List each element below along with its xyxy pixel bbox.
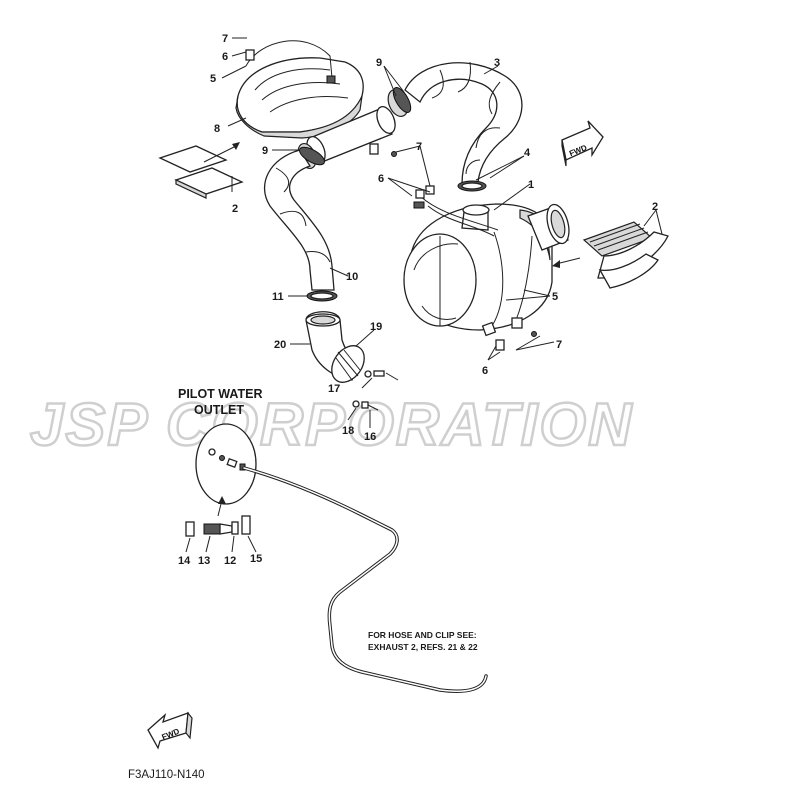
callout-9: 9: [262, 145, 268, 157]
silencer-box: [403, 203, 570, 337]
callout-numbers: 7 6 5 8 2 9 9 3 4 7 6 1 2 5 10 11 19 20 …: [178, 33, 658, 567]
pilot-outlet-disc: [195, 423, 257, 505]
callout-11: 11: [272, 291, 284, 303]
callout-9: 9: [376, 57, 382, 69]
callout-19: 19: [370, 321, 382, 333]
callout-6: 6: [378, 173, 384, 185]
callout-12: 12: [224, 555, 236, 567]
hose-10: [263, 149, 335, 291]
intake-box: [235, 40, 364, 139]
callout-6: 6: [222, 51, 228, 63]
clip-fasteners-upper: [369, 143, 425, 199]
watermark-text: JSP CORPORATION: [30, 391, 633, 458]
callout-15: 15: [250, 553, 262, 565]
callout-8: 8: [214, 123, 220, 135]
callout-6: 6: [482, 365, 488, 377]
hose-clamp-9-lower: [299, 146, 325, 166]
foam-mats-right: [582, 221, 669, 289]
callout-10: 10: [346, 271, 358, 283]
fwd-arrow-top: FWD: [561, 120, 604, 167]
hose-clamp-9-upper: [392, 87, 412, 113]
callout-14: 14: [178, 555, 191, 567]
callout-3: 3: [494, 57, 500, 69]
callout-4: 4: [524, 147, 531, 159]
callout-5: 5: [210, 73, 216, 85]
screw-parts: [352, 370, 399, 411]
pilot-label-line2: OUTLET: [194, 403, 244, 417]
diagram-code: F3AJ110-N140: [128, 769, 205, 781]
note-line2: EXHAUST 2, REFS. 21 & 22: [368, 642, 478, 652]
flap-valve-19: [331, 345, 365, 383]
note-line1: FOR HOSE AND CLIP SEE:: [368, 630, 477, 640]
pilot-parts-12-15: [185, 496, 251, 537]
callout-leaders: [185, 37, 663, 553]
callout-13: 13: [198, 555, 210, 567]
pilot-label-line1: PILOT WATER: [178, 387, 263, 401]
clip-fasteners-lower: [495, 331, 537, 351]
fwd-arrow-bottom: FWD: [147, 711, 193, 750]
pointer-arrows: [203, 142, 581, 268]
callout-20: 20: [274, 339, 286, 351]
hose-clamp-4: [457, 180, 487, 192]
callout-7: 7: [222, 33, 228, 45]
hose-clamp-11: [306, 290, 338, 302]
pilot-hose-line: [242, 466, 488, 693]
callout-7: 7: [556, 339, 562, 351]
callout-17: 17: [328, 383, 340, 395]
foam-mats-left: [158, 145, 244, 199]
callout-2: 2: [652, 201, 658, 213]
callout-16: 16: [364, 431, 376, 443]
callout-1: 1: [528, 179, 534, 191]
callout-18: 18: [342, 425, 354, 437]
callout-5: 5: [552, 291, 558, 303]
callout-2: 2: [232, 203, 238, 215]
callout-7: 7: [416, 141, 422, 153]
